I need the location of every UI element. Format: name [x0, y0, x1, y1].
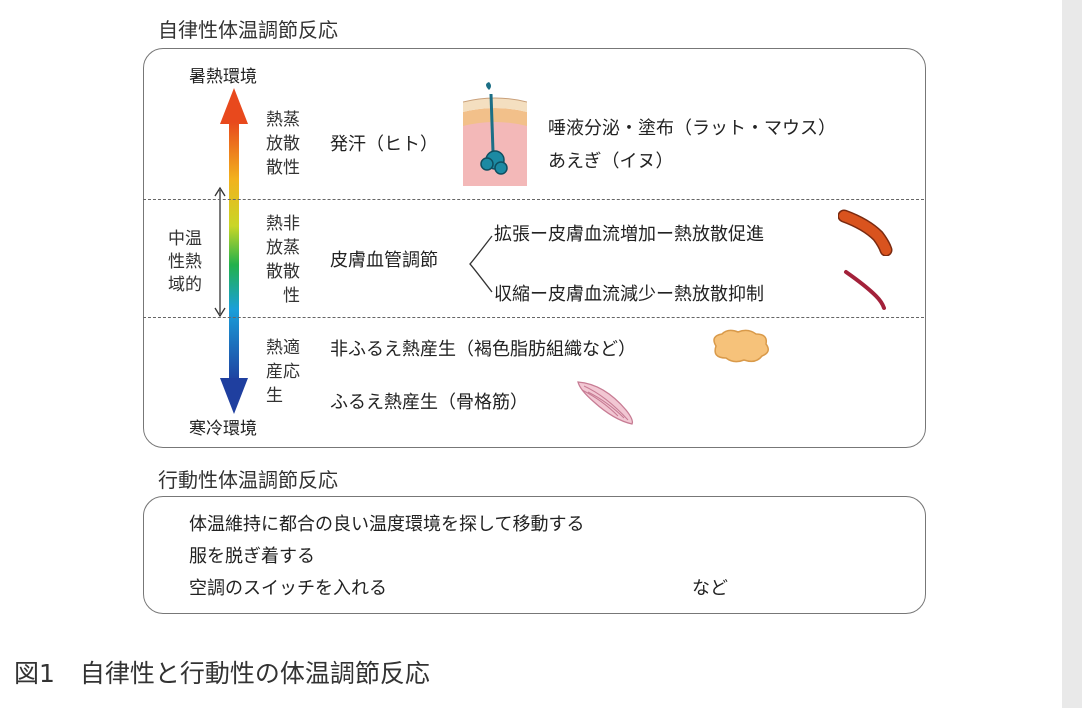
cold-environment-label: 寒冷環境	[189, 419, 257, 439]
vasodilation-label: 拡張ー皮膚血流増加ー熱放散促進	[494, 224, 764, 245]
vasoconstriction-label: 収縮ー皮膚血流減少ー熱放散抑制	[494, 284, 764, 305]
behavior-etc: など	[692, 578, 728, 599]
brown-fat-icon	[713, 329, 769, 363]
nonevaporative-heat-loss-label: 熱非 放蒸 散散 性	[266, 214, 300, 306]
saliva-spreading-label: 唾液分泌・塗布（ラット・マウス）	[548, 118, 836, 139]
sweat-gland-illustration	[463, 82, 527, 186]
branch-bracket	[469, 235, 493, 293]
divider-upper	[143, 199, 924, 200]
window-edge-strip	[1062, 0, 1082, 708]
nonshivering-thermogenesis-label: 非ふるえ熱産生（褐色脂肪組織など）	[330, 339, 636, 360]
dilated-vessel-icon	[838, 209, 893, 256]
autonomic-box	[143, 48, 926, 448]
divider-lower	[143, 317, 924, 318]
behavioral-title: 行動性体温調節反応	[158, 468, 338, 492]
thermoneutral-range-arrow	[214, 186, 226, 318]
panting-label: あえぎ（イヌ）	[548, 151, 674, 172]
evaporative-heat-loss-label: 熱蒸 放散 散性	[266, 110, 300, 178]
temperature-gradient-arrow	[220, 88, 248, 414]
skeletal-muscle-icon	[577, 381, 634, 425]
skin-vessel-regulation-label: 皮膚血管調節	[330, 250, 438, 271]
figure-caption: 図1 自律性と行動性の体温調節反応	[14, 659, 430, 688]
behavior-item-aircon: 空調のスイッチを入れる	[189, 578, 387, 599]
adaptive-thermogenesis-label: 熱適 産応 生	[266, 338, 300, 406]
behavior-item-move: 体温維持に都合の良い温度環境を探して移動する	[189, 514, 585, 535]
autonomic-title: 自律性体温調節反応	[158, 18, 338, 42]
shivering-thermogenesis-label: ふるえ熱産生（骨格筋）	[330, 392, 528, 413]
sweating-label: 発汗（ヒト）	[330, 134, 438, 155]
hot-environment-label: 暑熱環境	[189, 67, 257, 87]
constricted-vessel-icon	[844, 270, 886, 310]
behavioral-box	[143, 496, 926, 614]
thermoneutral-zone-label: 中温 性熱 域的	[168, 229, 202, 295]
behavior-item-clothing: 服を脱ぎ着する	[189, 546, 315, 567]
